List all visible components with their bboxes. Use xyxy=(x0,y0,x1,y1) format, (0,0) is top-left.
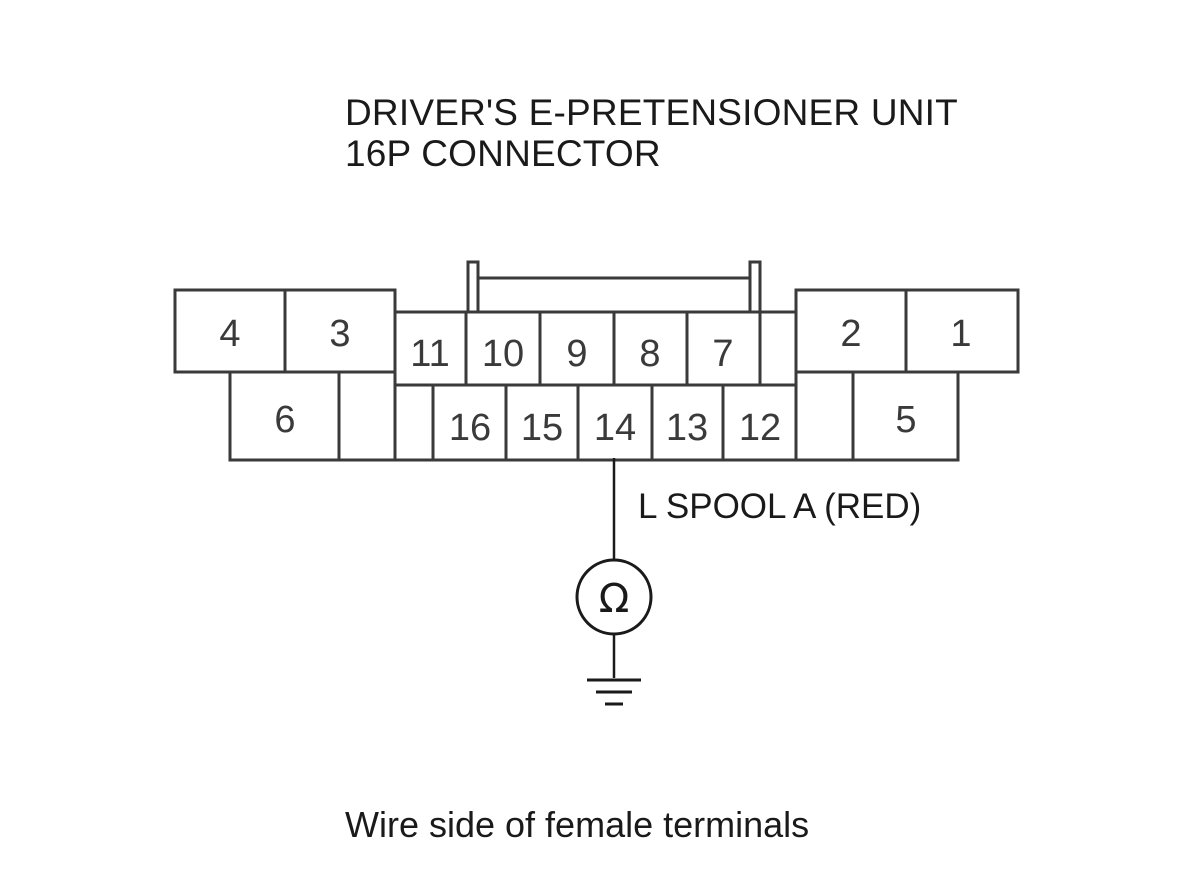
terminal-13: 13 xyxy=(666,407,708,449)
terminal-8: 8 xyxy=(639,333,660,375)
diagram-caption: Wire side of female terminals xyxy=(345,804,810,845)
cavity-5-block xyxy=(853,372,960,462)
probe-wire-label: L SPOOL A (RED) xyxy=(638,487,921,526)
terminal-2: 2 xyxy=(840,313,861,355)
title-line-1: DRIVER'S E-PRETENSIONER UNIT xyxy=(345,92,958,133)
terminal-16: 16 xyxy=(449,407,491,449)
terminal-1: 1 xyxy=(950,313,971,355)
terminal-6: 6 xyxy=(274,399,295,441)
cavity-row-upper xyxy=(393,310,798,387)
terminal-15: 15 xyxy=(521,407,563,449)
ohmmeter-icon: Ω xyxy=(575,558,653,636)
terminal-12: 12 xyxy=(739,407,781,449)
diagram-title: DRIVER'S E-PRETENSIONER UNIT 16P CONNECT… xyxy=(345,92,958,174)
terminal-10: 10 xyxy=(482,333,524,375)
terminal-3: 3 xyxy=(329,313,350,355)
terminal-7: 7 xyxy=(712,333,733,375)
ohmmeter-symbol: Ω xyxy=(599,576,630,622)
latch-left-post xyxy=(466,260,480,312)
terminal-5: 5 xyxy=(895,399,916,441)
latch-right-post xyxy=(748,260,762,312)
terminal-9: 9 xyxy=(566,333,587,375)
terminal-14: 14 xyxy=(594,407,636,449)
cavity-row-lower xyxy=(393,385,853,462)
ground-icon xyxy=(587,678,641,706)
title-line-2: 16P CONNECTOR xyxy=(345,133,661,174)
terminal-11: 11 xyxy=(410,333,449,375)
terminal-4: 4 xyxy=(219,313,240,355)
cavity-6-block xyxy=(228,372,395,462)
